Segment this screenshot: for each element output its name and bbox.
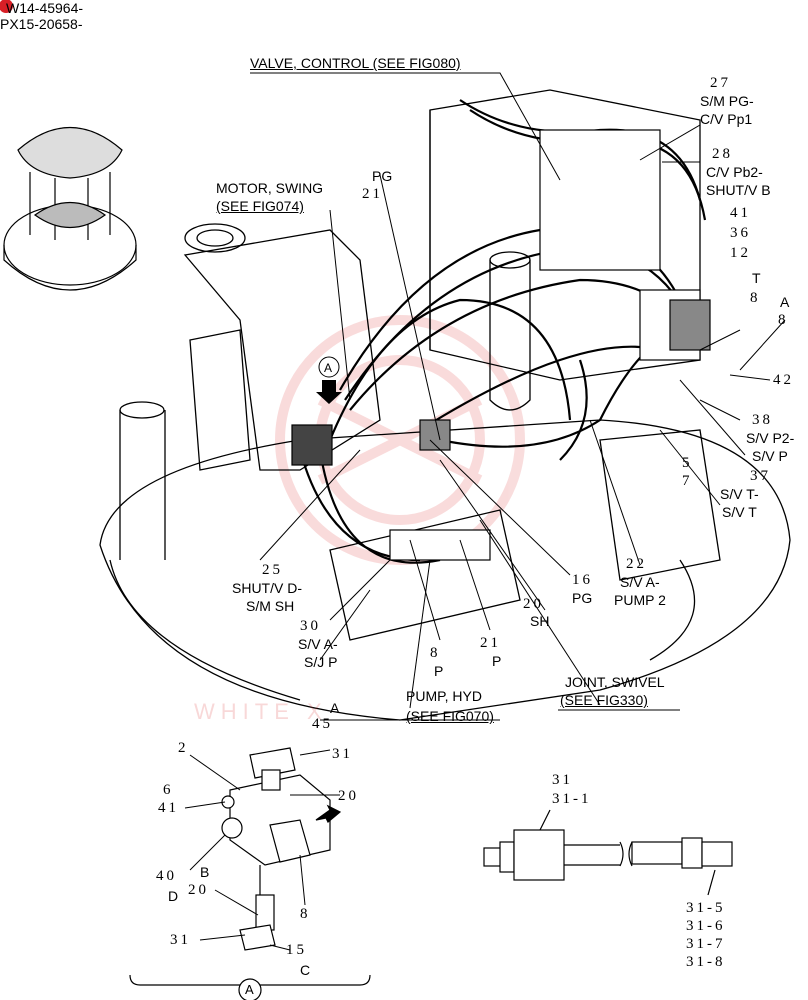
pump-hyd-title: PUMP, HYD	[406, 688, 482, 704]
label-sv-p2: S/V P2-	[746, 430, 795, 446]
serial-2: PX15-20658-	[0, 16, 83, 32]
label-shut-v-b: SHUT/V B	[706, 182, 771, 198]
callout-28: 28	[712, 146, 733, 162]
callout-21-top: 21	[362, 186, 383, 202]
callout-42: 42	[773, 372, 794, 388]
label-sv-a: S/V A-	[620, 574, 660, 590]
switch-callout-31-6: 31-6	[686, 918, 726, 934]
label-shut-v-d: SHUT/V D-	[232, 580, 302, 596]
detail-label-b: B	[200, 864, 210, 880]
detail-leader-lines	[184, 749, 340, 951]
callout-21-mid: 21	[480, 635, 501, 651]
switch-callout-31-5: 31-5	[686, 900, 726, 916]
label-sv-t-1: S/V T-	[720, 486, 759, 502]
label-p-mid: P	[492, 653, 502, 669]
switch-callout-31: 31	[552, 772, 573, 788]
detail-a-assembly	[129, 747, 371, 1000]
leader-lines	[250, 72, 786, 721]
label-sv-p: S/V P	[752, 448, 788, 464]
switch-callout-31-7: 31-7	[686, 936, 726, 952]
watermark-text: WHITE X	[194, 699, 328, 724]
callout-27: 27	[710, 75, 731, 91]
detail-callout-20: 20	[338, 788, 359, 804]
callout-38: 38	[752, 412, 773, 428]
label-cv-pb2: C/V Pb2-	[706, 164, 763, 180]
callout-12: 12	[730, 245, 751, 261]
detail-label-d: D	[168, 888, 179, 904]
motor-swing-title: MOTOR, SWING	[216, 180, 324, 196]
callout-16: 16	[572, 572, 593, 588]
valve-control-title: VALVE, CONTROL (SEE FIG080)	[250, 55, 461, 71]
label-sh-mid: SH	[530, 613, 550, 629]
detail-label-c: C	[300, 962, 311, 978]
pump-hyd-ref: (SEE FIG070)	[406, 708, 494, 724]
detail-callout-20-b: 20	[188, 882, 209, 898]
machine-overview	[3, 126, 137, 291]
label-a-mid: A	[330, 700, 340, 716]
detail-callout-31-b: 31	[170, 932, 191, 948]
label-sj-p: S/J P	[304, 654, 338, 670]
detail-callout-41: 41	[158, 800, 179, 816]
view-a-marker	[316, 356, 342, 404]
motor-swing-ref: (SEE FIG074)	[216, 198, 304, 214]
label-sm-pg: S/M PG-	[700, 93, 754, 109]
joint-swivel-title: JOINT, SWIVEL	[565, 674, 665, 690]
label-sv-t-2: S/V T	[722, 504, 757, 520]
callout-8-t: 8	[750, 290, 761, 306]
callout-8-a: 8	[778, 312, 789, 328]
label-pg-top: PG	[372, 168, 393, 184]
switch-callout-31-1: 31-1	[552, 791, 592, 807]
detail-callout-6: 6	[163, 782, 174, 798]
detail-callout-31-a: 31	[332, 746, 353, 762]
detail-callout-8: 8	[300, 906, 311, 922]
callout-30: 30	[300, 618, 321, 634]
callout-20-mid: 20	[523, 596, 544, 612]
label-sv-a-2: S/V A-	[298, 636, 338, 652]
callout-36: 36	[730, 225, 751, 241]
label-p-mid-2: P	[434, 663, 444, 679]
label-pg-mid: PG	[572, 590, 593, 606]
detail-callout-15: 15	[286, 942, 307, 958]
joint-swivel-ref: (SEE FIG330)	[560, 692, 648, 708]
callout-7: 7	[682, 473, 693, 489]
callout-8-mid: 8	[430, 645, 441, 661]
detail-view-a-label: A	[245, 982, 254, 997]
label-cv-pp1: C/V Pp1	[700, 111, 753, 127]
callout-41: 41	[730, 205, 751, 221]
callout-45-mid: 45	[312, 716, 333, 732]
detail-callout-2: 2	[178, 740, 189, 756]
label-sm-sh: S/M SH	[246, 598, 295, 614]
callout-22: 22	[626, 556, 647, 572]
pressure-switch-detail	[483, 809, 733, 896]
label-a-top: A	[780, 294, 790, 310]
upper-frame	[99, 89, 791, 721]
serial-1: W14-45964-	[6, 0, 84, 16]
detail-callout-40: 40	[156, 868, 177, 884]
view-a-label: A	[324, 361, 333, 375]
revision-badge	[0, 0, 13, 13]
callout-25: 25	[262, 562, 283, 578]
switch-callout-31-8: 31-8	[686, 954, 726, 970]
label-t-top: T	[752, 270, 761, 286]
label-pump-2: PUMP 2	[614, 592, 666, 608]
callout-37: 37	[750, 468, 771, 484]
callout-5: 5	[682, 455, 693, 471]
